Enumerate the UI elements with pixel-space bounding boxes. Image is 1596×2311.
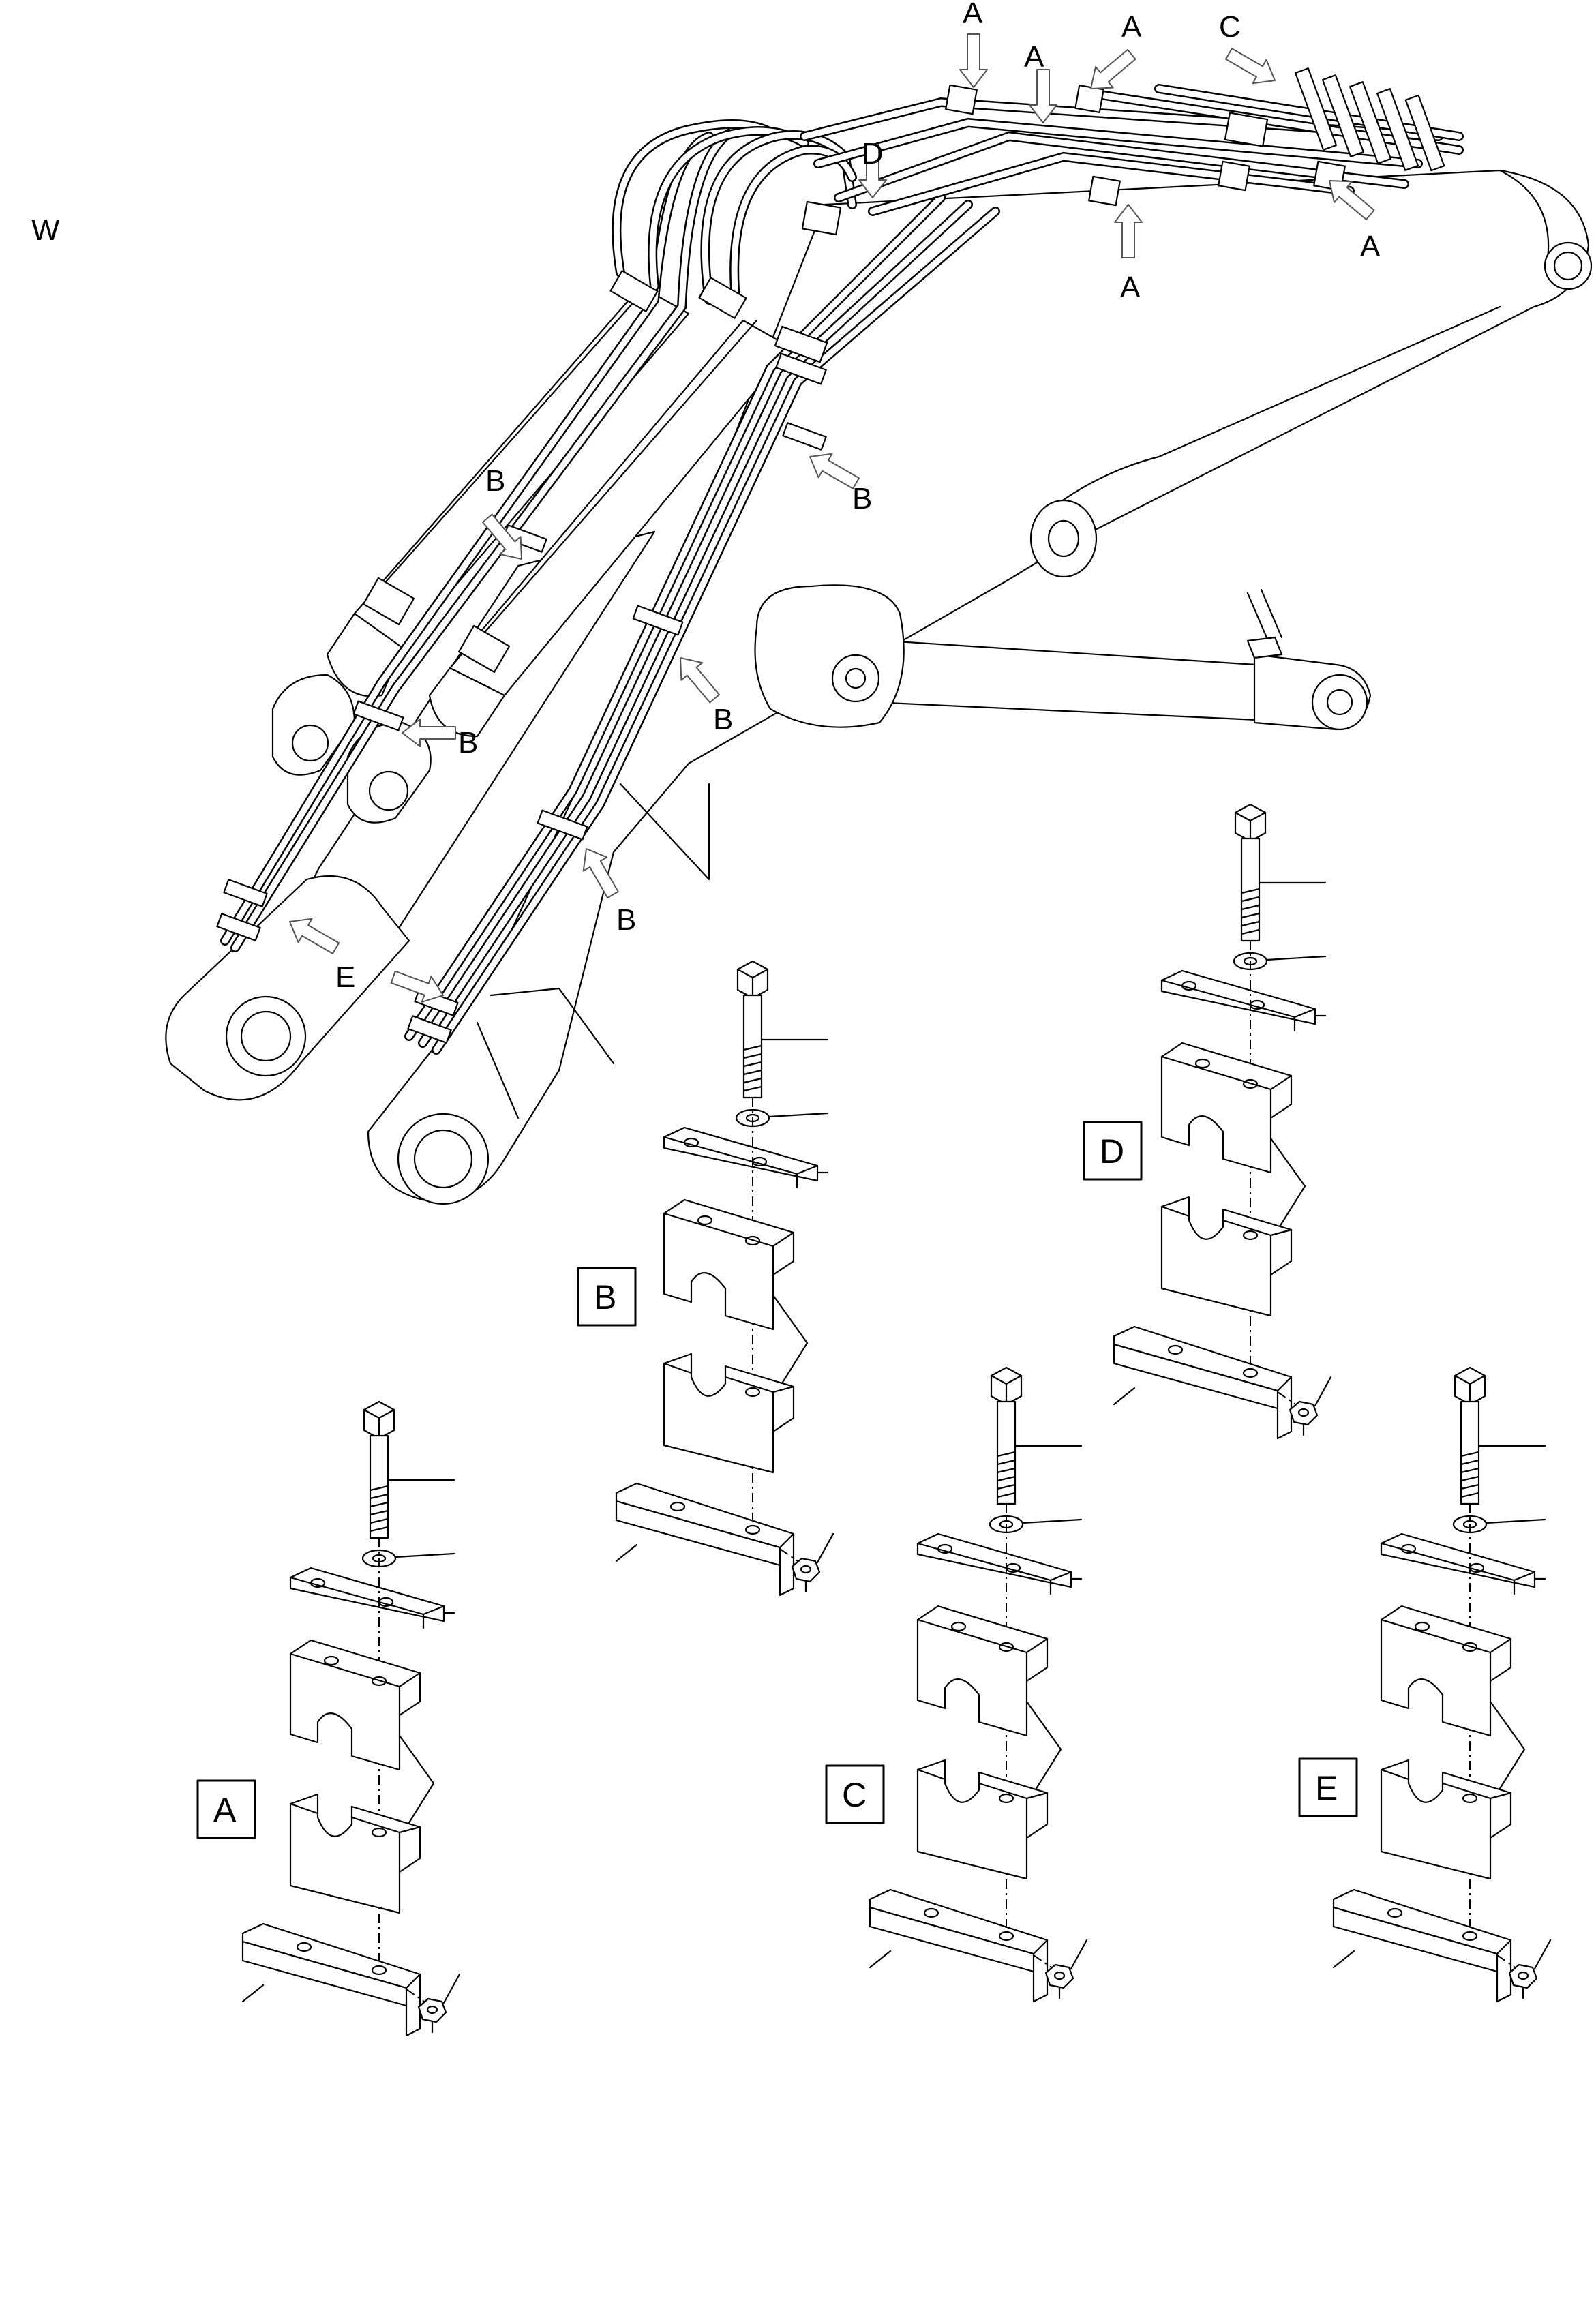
- detail-label-a: A: [213, 1791, 237, 1829]
- arrow-icon: [1029, 69, 1057, 123]
- detail-b: B: [577, 960, 834, 1597]
- callout-label-b: B: [713, 703, 733, 736]
- arrow-icon: [1221, 41, 1282, 93]
- page-marker: W: [31, 213, 60, 247]
- callout-labels: A A A C D A A B B B B B E: [335, 0, 1381, 994]
- clamp-assembly-a: [241, 1400, 461, 2037]
- detail-d: D: [1083, 803, 1332, 1440]
- callout-label-b: B: [852, 482, 872, 515]
- callout-label-a: A: [1121, 10, 1142, 44]
- detail-box-d: [1083, 1121, 1143, 1181]
- callout-label-d: D: [862, 137, 884, 170]
- callout-label-a: A: [1120, 271, 1141, 304]
- callout-label-b: B: [616, 903, 636, 937]
- detail-box-a: [196, 1779, 256, 1839]
- clamp-assembly-d: [1113, 803, 1332, 1440]
- callout-label-b: B: [485, 464, 505, 498]
- detail-label-e: E: [1315, 1769, 1338, 1807]
- callout-label-a: A: [1360, 230, 1381, 263]
- arrow-icon: [959, 33, 988, 88]
- detail-c: C: [825, 1366, 1088, 2003]
- clamp-assembly-e: [1332, 1366, 1552, 2003]
- detail-a: A: [196, 1400, 461, 2037]
- detail-box-b: [577, 1267, 637, 1327]
- callout-label-b: B: [458, 726, 478, 759]
- callout-label-e: E: [335, 961, 355, 994]
- detail-e: E: [1298, 1366, 1552, 2003]
- boom-illustration: [165, 67, 1593, 1205]
- detail-label-d: D: [1100, 1132, 1124, 1170]
- detail-label-b: B: [594, 1278, 616, 1316]
- callout-label-a: A: [963, 0, 983, 30]
- callout-label-c: C: [1219, 10, 1241, 44]
- detail-box-e: [1298, 1757, 1358, 1817]
- clamp-assembly-b: [615, 960, 834, 1597]
- detail-label-c: C: [842, 1776, 867, 1814]
- callout-label-a: A: [1024, 40, 1044, 74]
- detail-box-c: [825, 1764, 885, 1824]
- clamp-assembly-c: [869, 1366, 1088, 2003]
